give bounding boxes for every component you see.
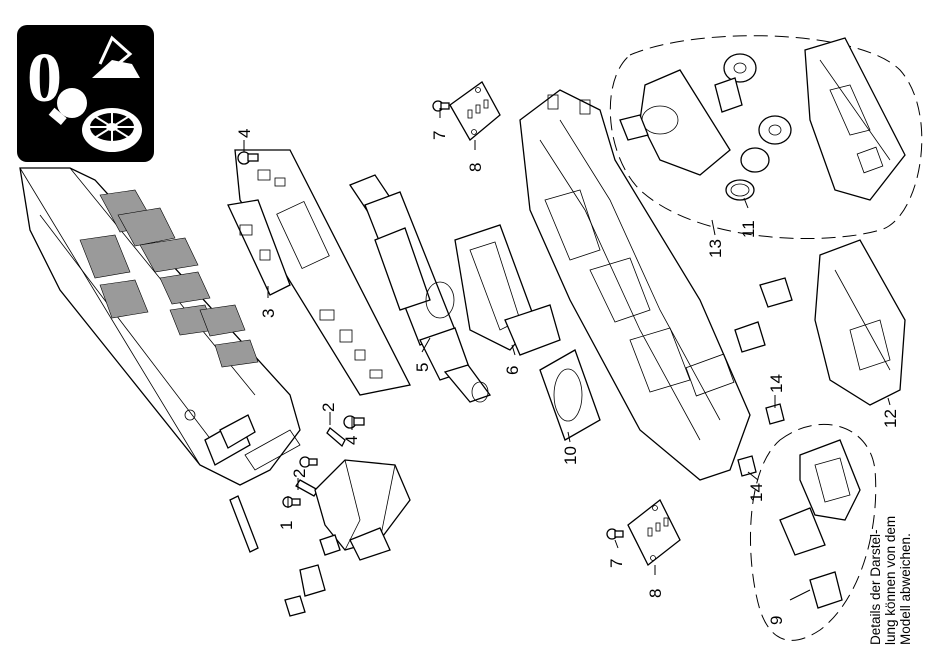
- clip-2b: [296, 480, 318, 496]
- note-line-2: lung können von dem: [883, 345, 898, 645]
- small-brackets: [285, 535, 340, 616]
- callout-2b: 2: [290, 469, 309, 478]
- wheelset-upper-b: [741, 116, 791, 172]
- gauge-badge: 0: [17, 25, 154, 162]
- callout-8a: 8: [466, 163, 485, 172]
- callout-4b: 4: [342, 436, 361, 445]
- callout-8b: 8: [646, 589, 665, 598]
- callout-13: 13: [706, 239, 725, 258]
- callout-14a: 14: [767, 374, 786, 393]
- callout-9: 9: [767, 616, 786, 625]
- rod-1: [230, 496, 258, 552]
- wheelset-upper-a: [715, 54, 756, 112]
- bracket-6: [455, 225, 560, 355]
- note-line-1: Details der Darstel-: [868, 345, 883, 645]
- screw-7b: [607, 529, 623, 539]
- turntable-icon: [82, 108, 142, 152]
- callout-7b: 7: [607, 559, 626, 568]
- coupler-9: [780, 440, 860, 608]
- bogie-upper: [805, 38, 905, 200]
- callout-3: 3: [259, 309, 278, 318]
- contact-plate-8a: [450, 82, 500, 140]
- callout-2a: 2: [319, 403, 338, 412]
- screw-7a: [433, 101, 449, 111]
- callout-5: 5: [413, 363, 432, 372]
- callout-11: 11: [739, 220, 758, 238]
- callout-1: 1: [277, 521, 296, 530]
- note-line-3: Modell abweichen.: [898, 345, 913, 645]
- gear-block-upper: [620, 70, 730, 175]
- contact-plate-8b: [628, 500, 680, 565]
- screw-1a: [283, 497, 300, 507]
- callout-14b: 14: [747, 483, 766, 502]
- callout-10: 10: [561, 446, 580, 465]
- traction-tire-11: [726, 180, 754, 200]
- screw-4b: [344, 416, 364, 428]
- gauge-label: 0: [27, 40, 62, 117]
- callout-6: 6: [503, 366, 522, 375]
- disclaimer-note: Details der Darstel- lung können von dem…: [868, 345, 913, 645]
- callout-4a: 4: [235, 129, 254, 138]
- plate-10: [540, 350, 600, 440]
- screw-1b: [300, 457, 317, 467]
- callout-7a: 7: [430, 131, 449, 140]
